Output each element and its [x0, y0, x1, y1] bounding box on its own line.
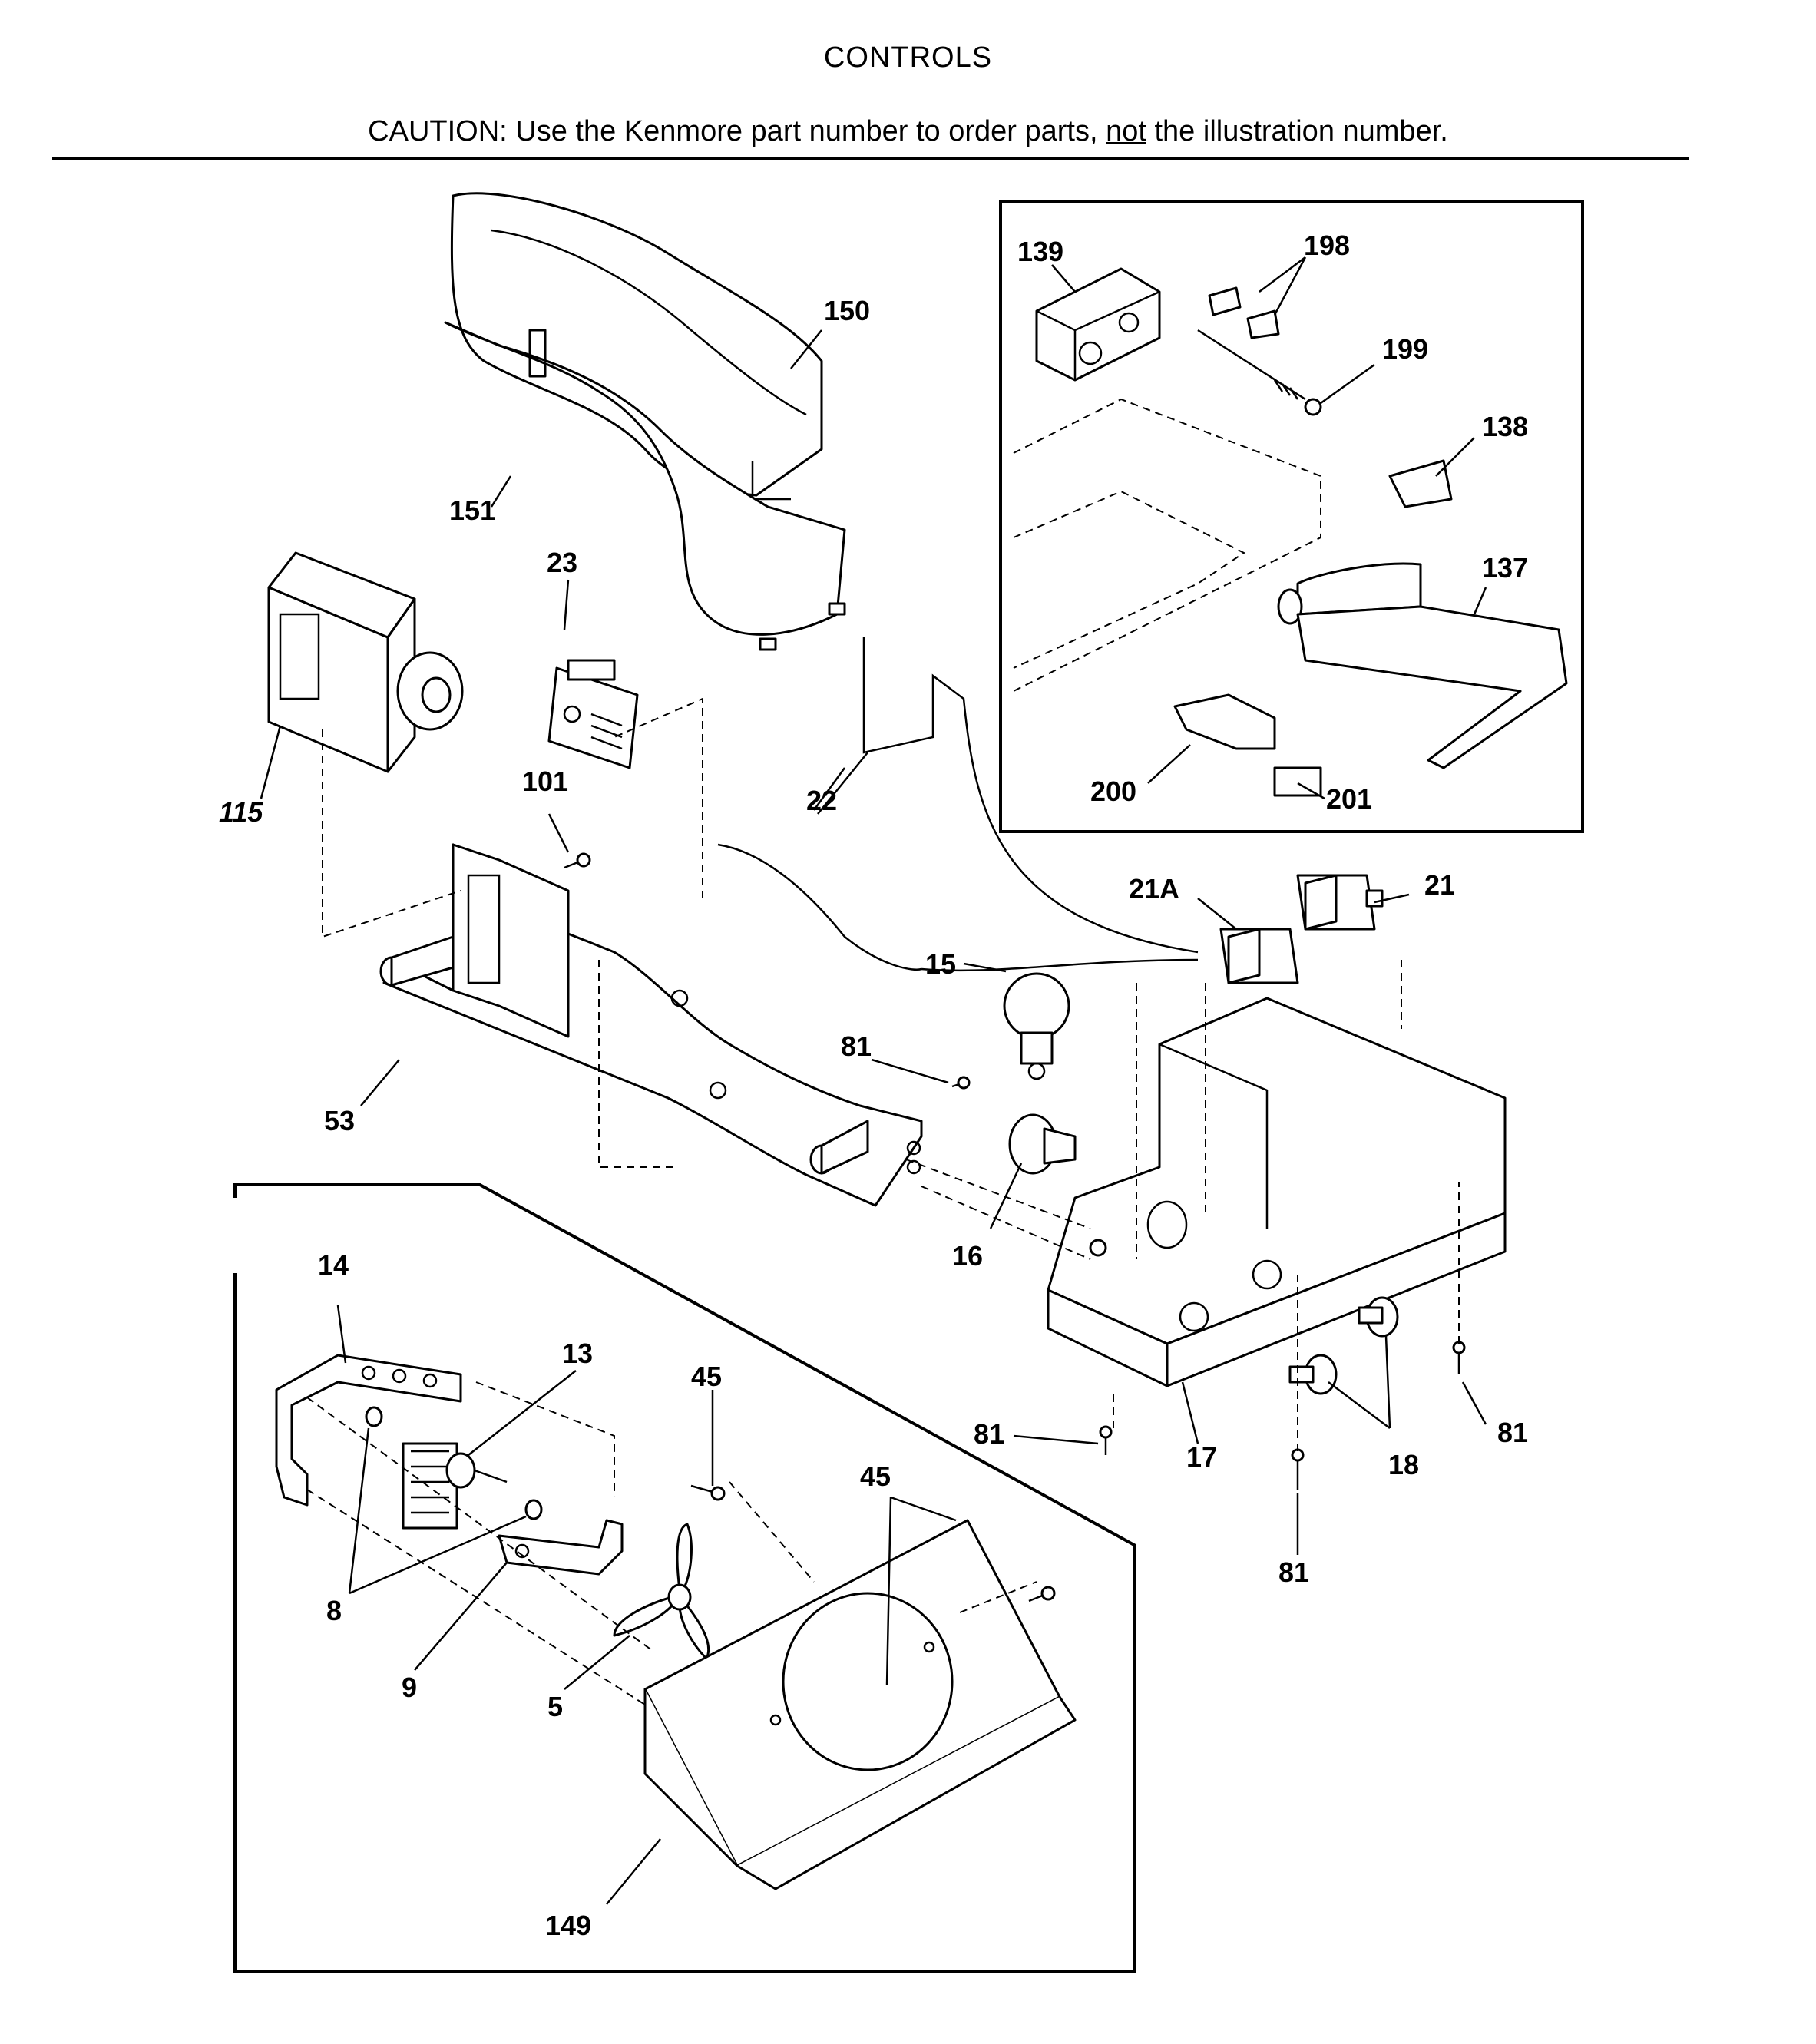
- part-200: [1173, 693, 1276, 750]
- callout-14: 14: [318, 1249, 349, 1281]
- callout-81-a: 81: [841, 1030, 872, 1062]
- pad-201: [1273, 766, 1322, 797]
- callout-22: 22: [806, 785, 837, 816]
- caution-emphasis: not: [1106, 115, 1146, 147]
- callout-201: 201: [1326, 783, 1372, 815]
- bulb-15: [1003, 972, 1070, 1080]
- callout-8: 8: [326, 1595, 342, 1626]
- part-138: [1388, 459, 1453, 508]
- fan-shroud-149: [643, 1519, 1077, 1890]
- callout-5: 5: [547, 1691, 563, 1722]
- callout-21A: 21A: [1129, 873, 1179, 905]
- callout-45-a: 45: [691, 1361, 722, 1392]
- caution-note: CAUTION: Use the Kenmore part number to …: [0, 115, 1816, 148]
- callout-13: 13: [562, 1338, 593, 1369]
- header-rule: [52, 157, 1689, 160]
- callout-23: 23: [547, 547, 577, 578]
- callout-18: 18: [1388, 1449, 1419, 1480]
- callout-150: 150: [824, 295, 870, 326]
- switch-21A: [1219, 928, 1299, 984]
- callout-labels: 139 198 150 199 138 151 137 23 115 101 2…: [219, 230, 1528, 1941]
- screw-101: [564, 852, 591, 869]
- callout-21: 21: [1424, 869, 1455, 901]
- callout-53: 53: [324, 1105, 355, 1136]
- callout-81-d: 81: [1278, 1556, 1309, 1588]
- leader-lines: [260, 256, 1487, 1905]
- callout-199: 199: [1382, 333, 1428, 365]
- callout-16: 16: [952, 1240, 983, 1272]
- callout-81-c: 81: [1497, 1417, 1528, 1448]
- callout-115: 115: [219, 796, 263, 828]
- callout-101: 101: [522, 766, 568, 797]
- motor-13: [402, 1442, 508, 1530]
- callout-9: 9: [402, 1672, 417, 1703]
- inset-box-ice-dispenser: [999, 200, 1584, 833]
- callout-151: 151: [449, 494, 495, 526]
- fan-blade-5: [613, 1523, 710, 1660]
- paddle-137: [1277, 562, 1568, 769]
- callout-137: 137: [1482, 552, 1528, 584]
- grommet-8: [365, 1406, 543, 1520]
- callout-198: 198: [1304, 230, 1350, 261]
- inset-box-fan-assembly: [233, 1183, 1136, 1973]
- caution-suffix: the illustration number.: [1146, 115, 1448, 147]
- housing-53: [379, 843, 923, 1207]
- callout-15: 15: [925, 948, 956, 980]
- switch-21: [1296, 874, 1384, 931]
- control-box-115: [267, 551, 464, 773]
- caution-prefix: CAUTION: Use the Kenmore part number to …: [368, 115, 1106, 147]
- callout-138: 138: [1482, 411, 1528, 442]
- spring-199: [1197, 329, 1322, 416]
- bracket-9: [498, 1519, 624, 1576]
- callout-200: 200: [1090, 776, 1136, 807]
- callout-149: 149: [545, 1910, 591, 1941]
- tube-22: [717, 637, 1199, 972]
- air-duct-151: [444, 321, 846, 651]
- callout-45-b: 45: [860, 1460, 891, 1492]
- switch-139: [1035, 267, 1161, 382]
- callout-81-b: 81: [974, 1418, 1004, 1450]
- knob-18: [1288, 1296, 1399, 1395]
- socket-16: [1008, 1113, 1077, 1175]
- callout-17: 17: [1186, 1441, 1217, 1473]
- callout-139: 139: [1017, 236, 1063, 267]
- housing-17: [1047, 997, 1507, 1387]
- page-title: CONTROLS: [823, 41, 993, 74]
- control-board-23: [547, 659, 639, 769]
- bracket-14: [275, 1354, 462, 1507]
- clips-198: [1208, 286, 1280, 339]
- dashed-housing-outline: [1013, 398, 1321, 692]
- air-duct-150: [450, 192, 823, 501]
